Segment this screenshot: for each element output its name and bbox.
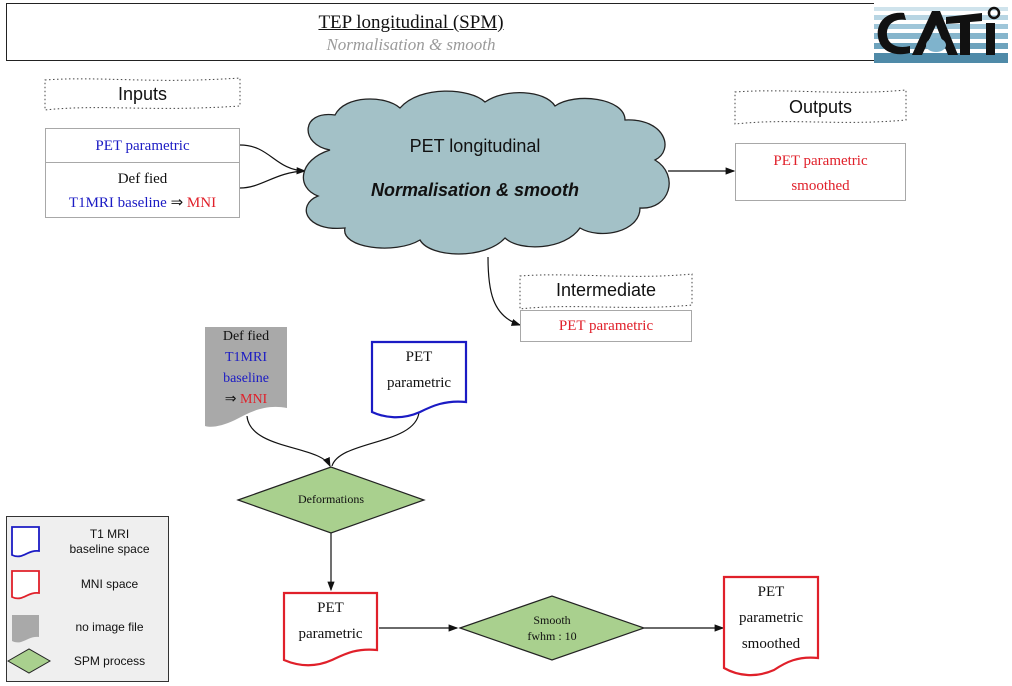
- outputs-tag: [734, 89, 907, 125]
- legend-t1mri-line1: T1 MRI: [89, 527, 130, 541]
- input-deffield: Def fied T1MRI baseline ⇒ MNI: [45, 162, 240, 218]
- input-deffield-title: Def fied: [117, 171, 168, 187]
- flow-pet-input-text: PET parametric: [372, 344, 466, 396]
- smooth-label: Smooth fwhm : 10: [490, 612, 614, 644]
- input-pet-parametric-label: PET parametric: [95, 138, 190, 154]
- intermediate-pet-parametric: PET parametric: [520, 310, 692, 342]
- blue-document-icon: [11, 526, 40, 558]
- page-subtitle: Normalisation & smooth: [326, 35, 496, 54]
- legend-item-mni: MNI space: [80, 577, 139, 591]
- connector-pet-to-deformations: [331, 411, 420, 467]
- flow-deffield-text: Def fied T1MRI baseline ⇒ MNI: [205, 326, 287, 410]
- flow-deffield-line4: MNI: [240, 392, 268, 407]
- input-deffield-target-space: MNI: [186, 195, 217, 211]
- smooth-label-line1: Smooth: [533, 613, 571, 627]
- green-diamond-icon: [7, 648, 52, 674]
- input-pet-parametric: PET parametric: [45, 128, 240, 163]
- flow-deffield-line2: T1MRI: [225, 350, 267, 365]
- legend-item-spm-process: SPM process: [73, 654, 146, 668]
- intermediate-label-text: PET parametric: [558, 318, 654, 334]
- cati-logo: [874, 3, 1008, 63]
- legend: T1 MRI baseline space MNI space no image…: [6, 516, 169, 682]
- header-frame: [6, 3, 874, 61]
- connector-deffield-to-deformations: [246, 415, 331, 468]
- pet-mni-document-shape: [282, 591, 379, 667]
- input-deffield-arrow: ⇒: [170, 195, 184, 211]
- pet-smoothed-document-shape: [722, 575, 820, 677]
- legend-icons: [7, 526, 52, 674]
- process-title: PET longitudinal: [409, 136, 541, 156]
- flow-deffield-line1: Def fied: [222, 329, 270, 344]
- connector-deffield-to-cloud: [239, 170, 306, 189]
- deformations-label: Deformations: [298, 492, 364, 506]
- legend-t1mri-line2: baseline space: [69, 542, 150, 556]
- deffield-document-shape: [205, 327, 287, 427]
- page-title: TEP longitudinal (SPM): [318, 12, 504, 33]
- flow-pet-smoothed-line2: parametric: [738, 610, 804, 626]
- connector-pet-to-cloud: [239, 144, 307, 175]
- inputs-label: Inputs: [117, 84, 168, 104]
- process-subtitle: Normalisation & smooth: [370, 180, 580, 200]
- flow-pet-smoothed-text: PET parametric smoothed: [724, 579, 818, 657]
- flow-pet-input-line1: PET: [405, 349, 433, 365]
- legend-item-t1mri: T1 MRI baseline space: [57, 527, 162, 557]
- smooth-label-line2: fwhm : 10: [527, 629, 577, 643]
- flow-pet-smoothed-line1: PET: [757, 584, 785, 600]
- outputs-label: Outputs: [788, 97, 853, 117]
- smooth-process-diamond: [458, 595, 646, 661]
- logo-letters: [877, 6, 1001, 55]
- output-line1: PET parametric: [773, 153, 868, 169]
- intermediate-label: Intermediate: [555, 280, 657, 300]
- flow-pet-mni-line1: PET: [317, 600, 344, 616]
- connector-cloud-to-intermediate: [487, 256, 522, 326]
- flow-deffield-arrow: ⇒: [224, 392, 237, 407]
- process-cloud: [302, 90, 670, 255]
- output-line2: smoothed: [791, 178, 850, 194]
- deformations-process-diamond: [236, 466, 426, 534]
- flow-pet-smoothed-line3: smoothed: [741, 636, 801, 652]
- legend-item-no-image: no image file: [75, 620, 144, 634]
- intermediate-tag: [519, 273, 693, 310]
- flow-pet-mni-line2: parametric: [298, 626, 363, 642]
- pet-input-document-shape: [370, 340, 468, 419]
- flow-pet-mni-text: PET parametric: [284, 595, 377, 647]
- output-pet-parametric-smoothed: PET parametric smoothed: [735, 143, 906, 201]
- red-document-icon: [11, 570, 40, 600]
- input-deffield-source-space: T1MRI baseline: [68, 195, 167, 211]
- inputs-tag: [44, 77, 241, 111]
- flow-pet-input-line2: parametric: [386, 375, 452, 391]
- gray-document-icon: [12, 615, 39, 643]
- flow-deffield-line3: baseline: [223, 371, 269, 386]
